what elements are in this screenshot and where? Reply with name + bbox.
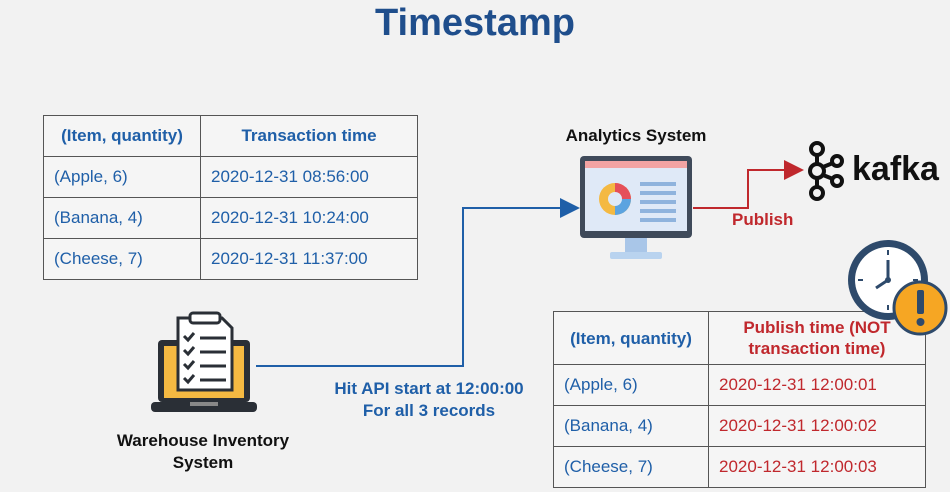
- table-row: (Cheese, 7) 2020-12-31 12:00:03: [553, 446, 926, 488]
- transaction-table: (Item, quantity) Transaction time (Apple…: [43, 115, 418, 280]
- table-row: (Apple, 6) 2020-12-31 08:56:00: [43, 156, 418, 198]
- table-row: (Cheese, 7) 2020-12-31 11:37:00: [43, 238, 418, 280]
- kafka-wordmark: kafka: [852, 150, 939, 188]
- publish-label: Publish: [732, 210, 794, 229]
- table-cell: (Cheese, 7): [553, 446, 709, 488]
- table-cell: 2020-12-31 11:37:00: [200, 238, 418, 280]
- warehouse-system-label: Warehouse Inventory System: [116, 431, 290, 472]
- publish-table: (Item, quantity) Publish time (NOT trans…: [553, 311, 926, 488]
- table-cell: 2020-12-31 12:00:02: [708, 405, 926, 447]
- publish-arrow: [693, 160, 804, 209]
- column-header: (Item, quantity): [553, 311, 709, 365]
- table-header-row: (Item, quantity) Transaction time: [43, 115, 418, 157]
- table-cell: 2020-12-31 12:00:01: [708, 364, 926, 406]
- table-header-row: (Item, quantity) Publish time (NOT trans…: [553, 311, 926, 365]
- table-cell: 2020-12-31 10:24:00: [200, 197, 418, 239]
- analytics-system-label: Analytics System: [565, 126, 707, 145]
- table-row: (Banana, 4) 2020-12-31 10:24:00: [43, 197, 418, 239]
- table-row: (Apple, 6) 2020-12-31 12:00:01: [553, 364, 926, 406]
- computer-monitor-icon: [580, 156, 692, 259]
- kafka-logo-icon: [808, 141, 844, 201]
- table-cell: 2020-12-31 12:00:03: [708, 446, 926, 488]
- column-header: Publish time (NOT transaction time): [708, 311, 926, 365]
- table-cell: (Apple, 6): [43, 156, 201, 198]
- laptop-checklist-icon: [151, 311, 257, 412]
- column-header: (Item, quantity): [43, 115, 201, 157]
- page-title: Timestamp: [375, 2, 575, 44]
- table-cell: (Apple, 6): [553, 364, 709, 406]
- api-arrow: [256, 198, 580, 367]
- table-cell: 2020-12-31 08:56:00: [200, 156, 418, 198]
- clock-warning-icon: [848, 240, 948, 336]
- table-cell: (Cheese, 7): [43, 238, 201, 280]
- hit-api-label: Hit API start at 12:00:00 For all 3 reco…: [334, 379, 524, 420]
